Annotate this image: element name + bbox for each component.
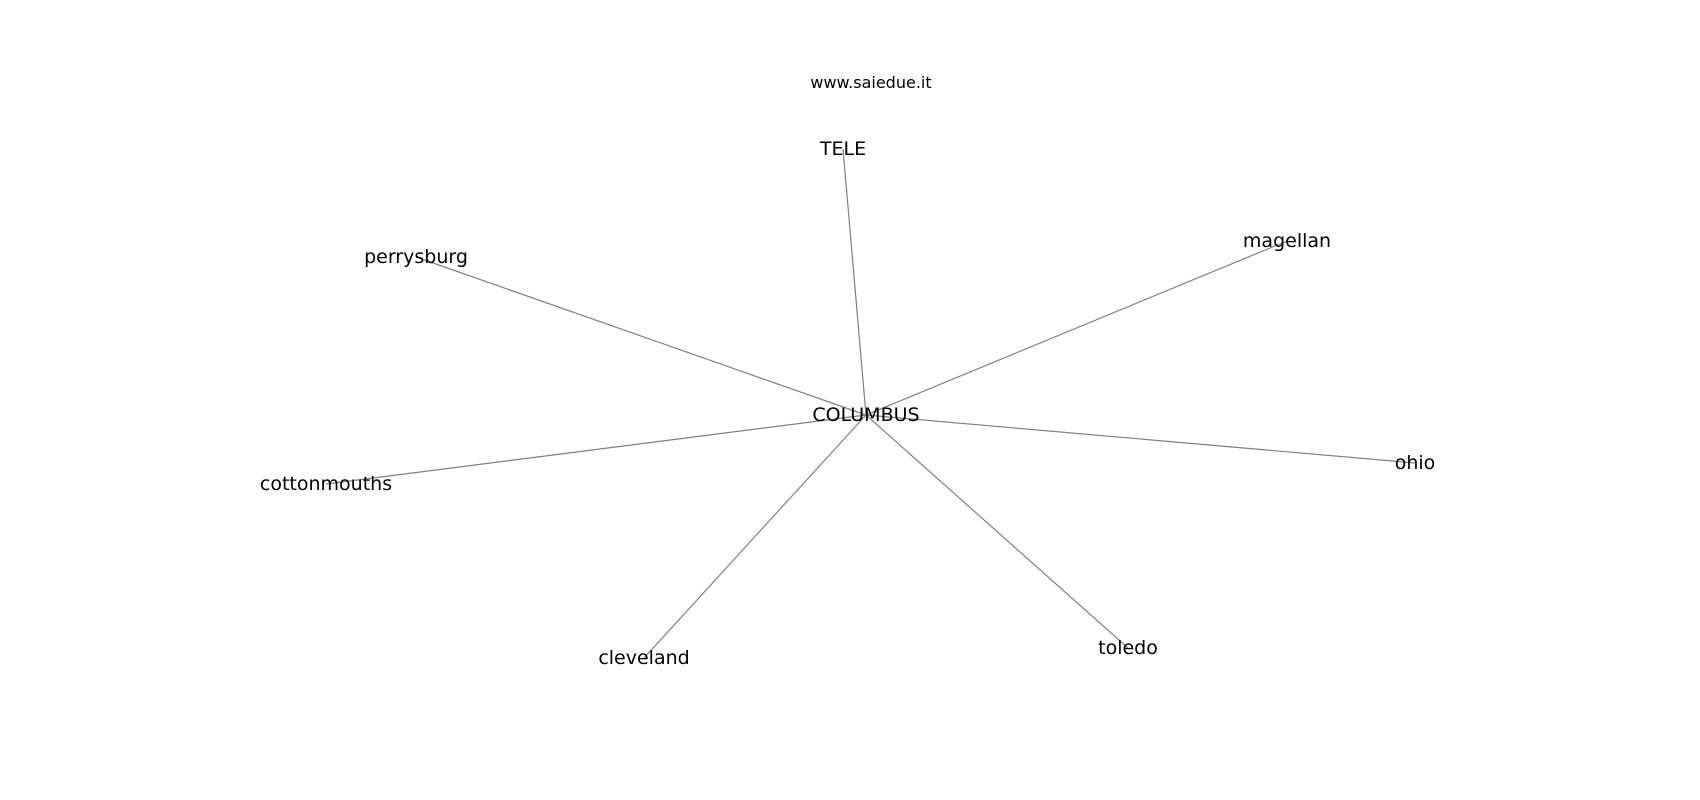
- node-label-perrysburg: perrysburg: [364, 246, 468, 268]
- edge-columbus-ohio: [865, 414, 1416, 464]
- edge-columbus-cottonmouths: [325, 414, 867, 485]
- node-label-cottonmouths: cottonmouths: [260, 473, 392, 495]
- node-label-magellan: magellan: [1243, 230, 1331, 252]
- edge-columbus-tele: [842, 148, 867, 416]
- site-watermark: www.saiedue.it: [810, 73, 931, 92]
- edge-columbus-toledo: [865, 414, 1129, 649]
- node-label-tele: TELE: [819, 138, 866, 160]
- node-label-ohio: ohio: [1395, 452, 1436, 474]
- node-label-toledo: toledo: [1098, 637, 1158, 659]
- edge-columbus-cleveland: [643, 414, 867, 659]
- edge-layer: [325, 148, 1416, 659]
- edge-columbus-perrysburg: [415, 256, 867, 416]
- edge-columbus-magellan: [865, 240, 1288, 416]
- node-label-columbus: COLUMBUS: [812, 404, 919, 426]
- node-label-cleveland: cleveland: [598, 647, 689, 669]
- node-label-layer: COLUMBUS TELE magellan perrysburg cottonmout…: [260, 138, 1435, 669]
